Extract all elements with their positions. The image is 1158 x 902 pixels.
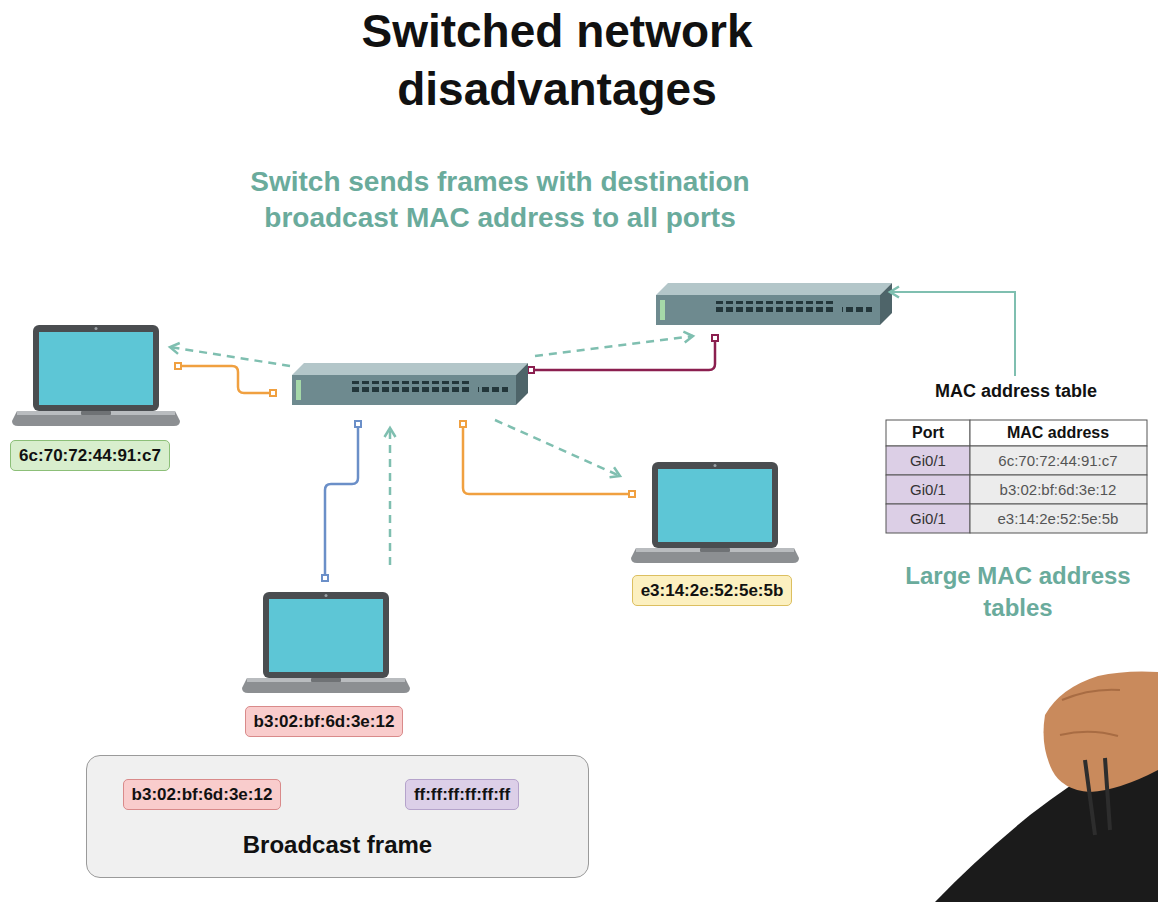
mac-table-grid-part [886, 475, 970, 504]
mac-table-grid-part [970, 446, 1147, 475]
switches [292, 283, 892, 405]
cables-part [182, 366, 269, 393]
mac-cell: b3:02:bf:6d:3e:12 [972, 480, 1144, 500]
broadcast-flow-arrows-part [170, 347, 290, 366]
callout-note: Large MAC address tables [898, 560, 1138, 624]
cable-ends [175, 335, 718, 581]
mac-cell: e3:14:2e:52:5e:5b [972, 509, 1144, 529]
table-header-cell: Port [888, 423, 968, 443]
mac-text: e3:14:2e:52:5e:5b [641, 580, 784, 601]
port-cell: Gi0/1 [888, 451, 968, 471]
mac-table-grid-part [886, 446, 970, 475]
switches-part [656, 283, 892, 325]
slide-title: Switched network disadvantages [317, 2, 797, 118]
source-mac-box: b3:02:bf:6d:3e:12 [123, 779, 282, 810]
mac-table-grid-part [886, 420, 970, 446]
table-pointer-arrow [890, 292, 1015, 376]
mac-label: e3:14:2e:52:5e:5b [632, 575, 793, 606]
mac-label: b3:02:bf:6d:3e:12 [245, 706, 404, 737]
presenter-hand [935, 672, 1158, 902]
mac-cell: 6c:70:72:44:91:c7 [972, 451, 1144, 471]
mac-table-grid-part [970, 504, 1147, 533]
cables [182, 342, 715, 574]
presenter-hand-part [1062, 690, 1120, 700]
port-cell: Gi0/1 [888, 509, 968, 529]
cable-ends-part [629, 491, 635, 497]
presenter-hand-part [1085, 758, 1110, 835]
presenter-hand-part [1044, 672, 1158, 793]
port-cell: Gi0/1 [888, 480, 968, 500]
cable-ends-part [355, 421, 361, 427]
broadcast-flow-arrows-part [495, 420, 620, 476]
mac-text: 6c:70:72:44:91:c7 [19, 445, 161, 466]
laptops-part [631, 462, 799, 563]
table-heading: MAC address table [901, 380, 1131, 402]
mac-text: b3:02:bf:6d:3e:12 [254, 711, 395, 732]
switches-part [292, 363, 528, 405]
mac-table-grid-part [970, 420, 1147, 446]
cables-part [463, 428, 628, 494]
mac-table-grid [886, 420, 1147, 533]
laptops-part [242, 592, 410, 693]
frame-panel: Broadcast frame b3:02:bf:6d:3e:12 ff:ff:ff… [86, 755, 589, 878]
laptops [12, 325, 799, 693]
cables-part [535, 342, 715, 370]
cables-part [325, 428, 358, 574]
mac-label: 6c:70:72:44:91:c7 [10, 440, 170, 471]
panel-heading: Broadcast frame [87, 831, 588, 859]
mac-text: ff:ff:ff:ff:ff:ff [414, 784, 510, 805]
cable-ends-part [175, 363, 181, 369]
mac-table-grid-part [886, 504, 970, 533]
destination-mac-box: ff:ff:ff:ff:ff:ff [405, 779, 519, 810]
mac-table-grid-part [970, 475, 1147, 504]
cable-ends-part [712, 335, 718, 341]
broadcast-flow-arrows-part [535, 336, 693, 356]
laptops-part [12, 325, 180, 426]
cable-ends-part [528, 367, 534, 373]
broadcast-flow-arrows [170, 336, 693, 565]
mac-text: b3:02:bf:6d:3e:12 [132, 784, 273, 805]
subtitle-note: Switch sends frames with destination bro… [190, 164, 810, 236]
cable-ends-part [322, 575, 328, 581]
cable-ends-part [460, 421, 466, 427]
table-header-cell: MAC address [972, 423, 1144, 443]
presenter-hand-part [1060, 732, 1118, 736]
cable-ends-part [270, 390, 276, 396]
broadcast-flow-arrows-part [389, 428, 392, 565]
